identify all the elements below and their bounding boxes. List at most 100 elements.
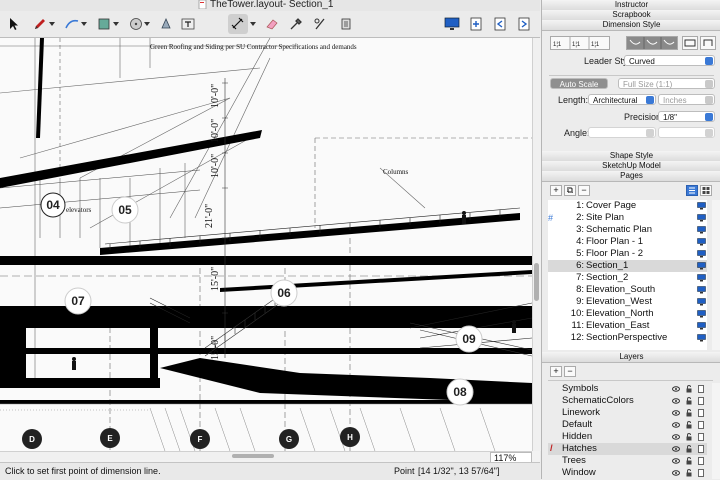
presentation-icon[interactable] [697, 214, 706, 222]
presentation-icon[interactable] [697, 274, 706, 282]
dimension-dropdown-chevron-icon[interactable] [250, 22, 256, 26]
shared-layer-icon[interactable] [697, 385, 705, 393]
select-tool-icon[interactable] [4, 14, 24, 34]
join-tool-icon[interactable] [336, 14, 356, 34]
page-list-item[interactable]: 9:Elevation_West [548, 296, 707, 308]
page-list-item[interactable]: 1:Cover Page [548, 200, 707, 212]
text-tool-icon[interactable] [178, 14, 198, 34]
eye-icon[interactable] [672, 457, 680, 465]
shared-layer-icon[interactable] [697, 457, 705, 465]
horizontal-scroll-thumb[interactable] [232, 454, 274, 458]
presentation-icon[interactable] [697, 226, 706, 234]
shared-layer-icon[interactable] [697, 469, 705, 477]
delete-page-button[interactable]: − [578, 185, 590, 196]
page-list-item[interactable]: 3:Schematic Plan [548, 224, 707, 236]
horizontal-scrollbar[interactable] [0, 451, 532, 460]
lock-icon[interactable] [685, 445, 693, 453]
shared-layer-icon[interactable] [697, 445, 705, 453]
units-select[interactable]: Inches [658, 94, 715, 105]
dimension-settings-icon[interactable] [682, 36, 698, 50]
circle-dropdown-chevron-icon[interactable] [144, 22, 150, 26]
angle-format-select[interactable] [588, 127, 656, 138]
previous-page-icon[interactable] [490, 14, 510, 34]
page-list-item[interactable]: 8:Elevation_South [548, 284, 707, 296]
line-tool-icon[interactable] [62, 14, 82, 34]
drawing-canvas[interactable]: 10'-0" 10'-0" 10'-0" 21'-0" 15'-0" 15'-0… [0, 38, 532, 451]
auto-scale-button[interactable]: Auto Scale [550, 78, 608, 89]
eraser-tool-icon[interactable] [262, 14, 282, 34]
precision-select[interactable]: 1/8" [658, 111, 715, 122]
dimension-toggle-icon[interactable] [700, 36, 716, 50]
eye-icon[interactable] [672, 385, 680, 393]
page-list-item[interactable]: 10:Elevation_North [548, 308, 707, 320]
leader-arrow-segmented-control[interactable] [626, 36, 678, 50]
full-size-select[interactable]: Full Size (1:1) [618, 78, 715, 89]
page-list-item[interactable]: #2:Site Plan [548, 212, 707, 224]
add-layer-button[interactable]: + [550, 366, 562, 377]
presentation-icon[interactable] [697, 298, 706, 306]
presentation-icon[interactable] [442, 14, 462, 34]
eye-icon[interactable] [672, 445, 680, 453]
dimension-style-panel-header[interactable]: Dimension Style [542, 20, 720, 31]
lock-icon[interactable] [685, 421, 693, 429]
eye-icon[interactable] [672, 421, 680, 429]
rectangle-tool-icon[interactable] [94, 14, 114, 34]
offset-tool-icon[interactable] [156, 14, 176, 34]
presentation-icon[interactable] [697, 322, 706, 330]
list-view-icon[interactable] [686, 185, 698, 196]
layer-list-item[interactable]: Default [548, 419, 707, 431]
angle-precision-select[interactable] [658, 127, 715, 138]
duplicate-page-button[interactable]: ⧉ [564, 185, 576, 196]
lock-icon[interactable] [685, 469, 693, 477]
presentation-icon[interactable] [697, 310, 706, 318]
layer-list-item[interactable]: SchematicColors [548, 395, 707, 407]
presentation-icon[interactable] [697, 250, 706, 258]
dimension-tool-icon[interactable] [228, 14, 248, 34]
lock-icon[interactable] [685, 385, 693, 393]
page-list-item[interactable]: 6:Section_1 [548, 260, 707, 272]
pages-panel-header[interactable]: Pages [542, 171, 720, 182]
page-list-item[interactable]: 4:Floor Plan - 1 [548, 236, 707, 248]
presentation-icon[interactable] [697, 334, 706, 342]
add-page-button[interactable]: + [550, 185, 562, 196]
add-page-icon[interactable] [466, 14, 486, 34]
presentation-icon[interactable] [697, 202, 706, 210]
next-page-icon[interactable] [514, 14, 534, 34]
point-value-field[interactable]: [14 1/32", 13 57/64"] [418, 466, 500, 476]
eye-icon[interactable] [672, 409, 680, 417]
shared-layer-icon[interactable] [697, 409, 705, 417]
page-list-item[interactable]: 5:Floor Plan - 2 [548, 248, 707, 260]
presentation-icon[interactable] [697, 286, 706, 294]
layer-list-item[interactable]: Hidden [548, 431, 707, 443]
vertical-scroll-thumb[interactable] [534, 263, 539, 301]
rectangle-dropdown-chevron-icon[interactable] [113, 22, 119, 26]
lock-icon[interactable] [685, 457, 693, 465]
lock-icon[interactable] [685, 433, 693, 441]
layer-list-item[interactable]: Trees [548, 455, 707, 467]
layer-list-item[interactable]: Linework [548, 407, 707, 419]
page-list-item[interactable]: 11:Elevation_East [548, 320, 707, 332]
layer-list-item[interactable]: Symbols [548, 383, 707, 395]
eyedropper-tool-icon[interactable] [286, 14, 306, 34]
lock-icon[interactable] [685, 397, 693, 405]
thumbnail-view-icon[interactable] [700, 185, 712, 196]
shared-layer-icon[interactable] [697, 421, 705, 429]
pencil-dropdown-chevron-icon[interactable] [49, 22, 55, 26]
layers-panel-header[interactable]: Layers [542, 352, 720, 363]
presentation-icon[interactable] [697, 238, 706, 246]
layer-list-item[interactable]: Window [548, 467, 707, 479]
length-format-select[interactable]: Architectural [588, 94, 656, 105]
page-list-item[interactable]: 12:SectionPerspective [548, 332, 707, 344]
circle-tool-icon[interactable] [126, 14, 146, 34]
leader-style-select[interactable]: Curved [624, 55, 715, 66]
shared-layer-icon[interactable] [697, 397, 705, 405]
eye-icon[interactable] [672, 397, 680, 405]
delete-layer-button[interactable]: − [564, 366, 576, 377]
presentation-icon[interactable] [697, 262, 706, 270]
shared-layer-icon[interactable] [697, 433, 705, 441]
split-tool-icon[interactable] [310, 14, 330, 34]
lock-icon[interactable] [685, 409, 693, 417]
eye-icon[interactable] [672, 433, 680, 441]
eye-icon[interactable] [672, 469, 680, 477]
